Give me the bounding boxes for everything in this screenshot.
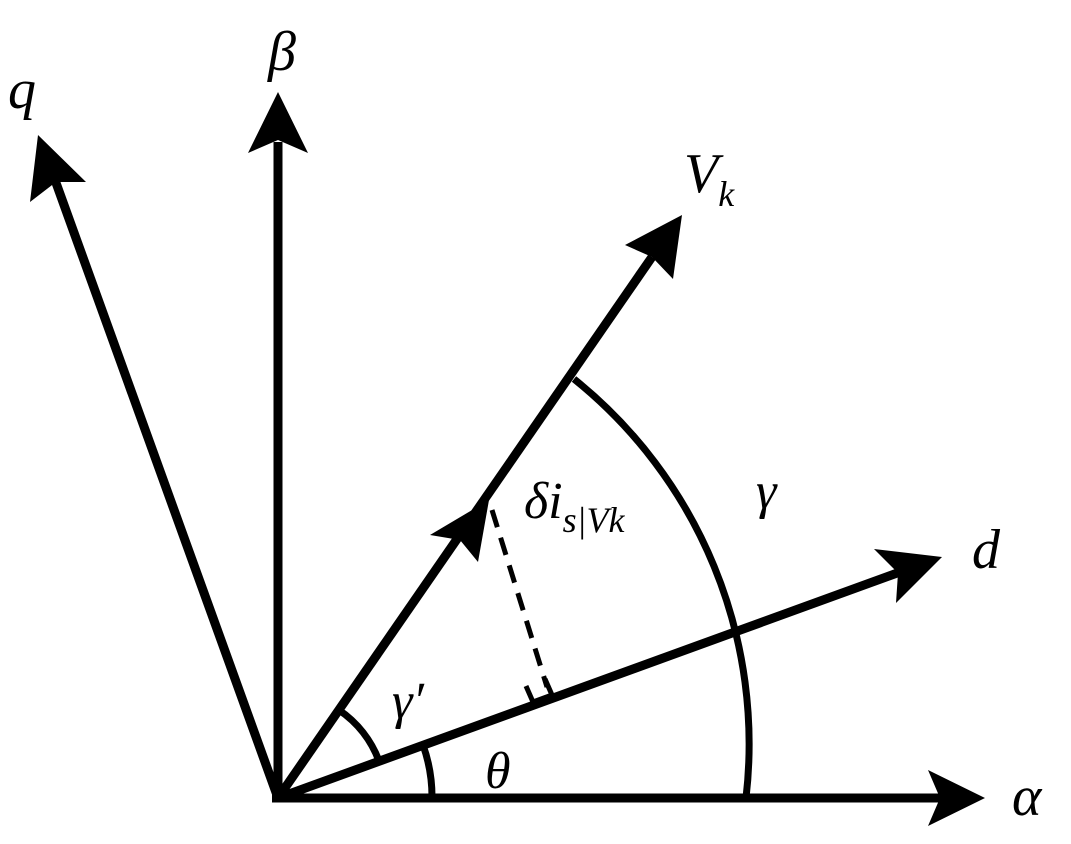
delta-i-label: δis|Vk <box>524 473 626 540</box>
beta-arrowhead <box>248 92 308 153</box>
d-axis <box>276 549 942 803</box>
q-label: q <box>8 59 36 121</box>
theta-label: θ <box>485 743 511 800</box>
theta-arc <box>419 743 436 799</box>
beta-axis <box>248 92 308 798</box>
vk-axis <box>274 215 682 801</box>
beta-label: β <box>267 21 296 83</box>
delta-i-subscript: s|Vk <box>563 500 626 540</box>
gamma-prime-label: γ′ <box>392 673 425 730</box>
vk-label-sub: k <box>718 174 735 214</box>
vk-label: Vk <box>684 143 735 214</box>
gamma-prime-arc <box>336 707 383 763</box>
delta-symbol: δ <box>524 473 549 530</box>
gamma-arc <box>571 376 753 799</box>
q-axis <box>30 135 283 800</box>
projection-line <box>489 509 550 688</box>
vk-arrowhead <box>625 215 682 279</box>
alpha-label: α <box>1012 766 1043 828</box>
d-arrowhead <box>874 549 942 603</box>
d-label: d <box>972 519 1001 581</box>
vk-label-base: V <box>684 143 724 205</box>
gamma-label: γ <box>756 463 778 520</box>
delta-i-arrowhead <box>430 500 489 562</box>
alpha-arrowhead <box>928 770 985 826</box>
q-arrowhead <box>30 135 86 202</box>
right-angle-marker <box>523 677 556 706</box>
alpha-axis <box>272 770 985 826</box>
i-symbol: i <box>548 473 562 530</box>
